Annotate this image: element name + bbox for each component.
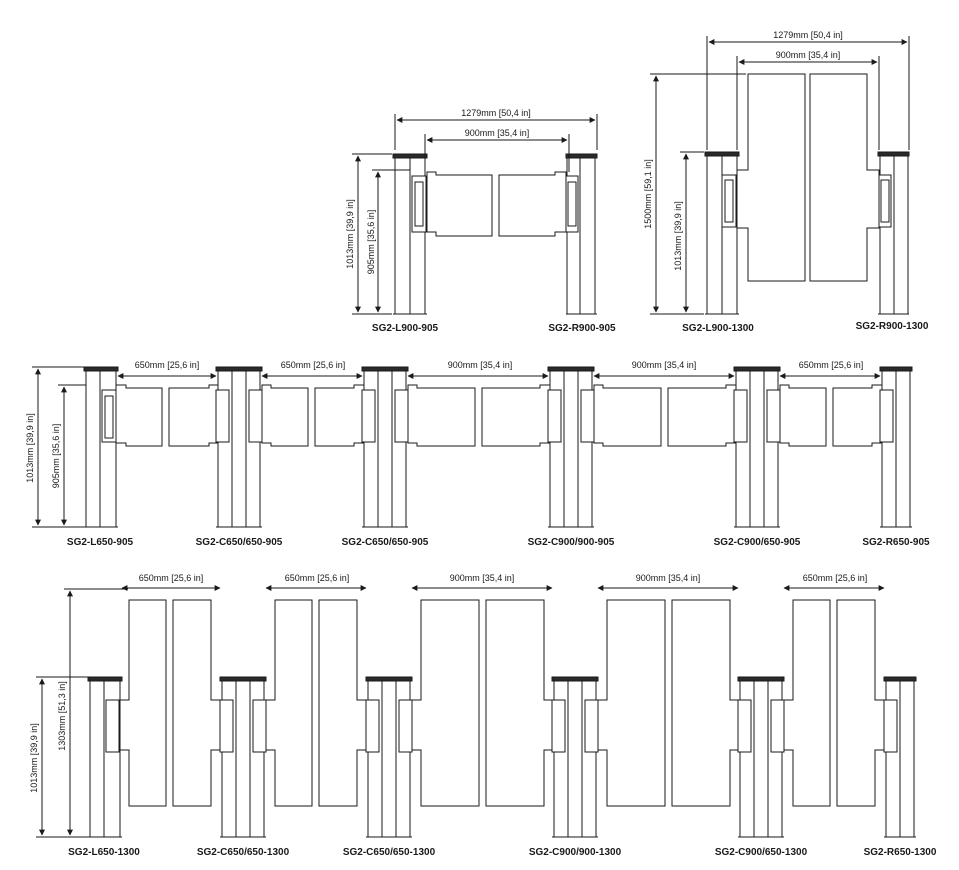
- dim-top905-1013: 1013mm [39,9 in]: [345, 199, 355, 269]
- dim-top1300-1013: 1013mm [39,9 in]: [673, 201, 683, 271]
- dim-row1300-650-b: 650mm [25,6 in]: [285, 573, 350, 583]
- dim-row1300-1303: 1303mm [51,3 in]: [57, 681, 67, 751]
- label-row905-3: SG2-C650/650-905: [342, 537, 429, 548]
- label-row905-1: SG2-L650-905: [67, 537, 134, 548]
- dim-row905-650-c: 650mm [25,6 in]: [799, 360, 864, 370]
- label-row905-5: SG2-C900/650-905: [714, 537, 801, 548]
- dim-row905-1013: 1013mm [39,9 in]: [25, 413, 35, 483]
- label-sg2-l900-1300: SG2-L900-1300: [682, 323, 754, 334]
- label-sg2-r900-905: SG2-R900-905: [548, 323, 616, 334]
- dim-row1300-900-b: 900mm [35,4 in]: [636, 573, 701, 583]
- label-row1300-2: SG2-C650/650-1300: [197, 847, 290, 858]
- dim-row1300-650-c: 650mm [25,6 in]: [803, 573, 868, 583]
- row-905-assembly: [32, 366, 913, 528]
- label-row905-4: SG2-C900/900-905: [528, 537, 615, 548]
- top-905-assembly: [352, 114, 598, 315]
- top-1300-assembly: [650, 36, 910, 315]
- label-row905-2: SG2-C650/650-905: [196, 537, 283, 548]
- label-row1300-1: SG2-L650-1300: [68, 847, 140, 858]
- label-row1300-6: SG2-R650-1300: [864, 847, 937, 858]
- row-1300-assembly: [36, 585, 917, 838]
- dim-row905-905: 905mm [35,6 in]: [51, 424, 61, 489]
- dim-top905-1279: 1279mm [50,4 in]: [461, 108, 531, 118]
- label-row1300-4: SG2-C900/900-1300: [529, 847, 622, 858]
- label-row905-6: SG2-R650-905: [862, 537, 930, 548]
- label-row1300-5: SG2-C900/650-1300: [715, 847, 808, 858]
- dim-row1300-900-a: 900mm [35,4 in]: [450, 573, 515, 583]
- dim-row905-900-a: 900mm [35,4 in]: [448, 360, 513, 370]
- dim-row905-900-b: 900mm [35,4 in]: [632, 360, 697, 370]
- label-row1300-3: SG2-C650/650-1300: [343, 847, 436, 858]
- dim-top1300-1279: 1279mm [50,4 in]: [773, 30, 843, 40]
- dim-row905-650-a: 650mm [25,6 in]: [135, 360, 200, 370]
- label-sg2-r900-1300: SG2-R900-1300: [856, 321, 929, 332]
- dim-row905-650-b: 650mm [25,6 in]: [281, 360, 346, 370]
- label-sg2-l900-905: SG2-L900-905: [372, 323, 439, 334]
- dim-top1300-1500: 1500mm [59,1 in]: [643, 159, 653, 229]
- dim-row1300-1013: 1013mm [39,9 in]: [29, 723, 39, 793]
- dim-row1300-650-a: 650mm [25,6 in]: [139, 573, 204, 583]
- dim-top905-905: 905mm [35,6 in]: [366, 210, 376, 275]
- dim-top905-900: 900mm [35,4 in]: [465, 128, 530, 138]
- dim-top1300-900: 900mm [35,4 in]: [776, 50, 841, 60]
